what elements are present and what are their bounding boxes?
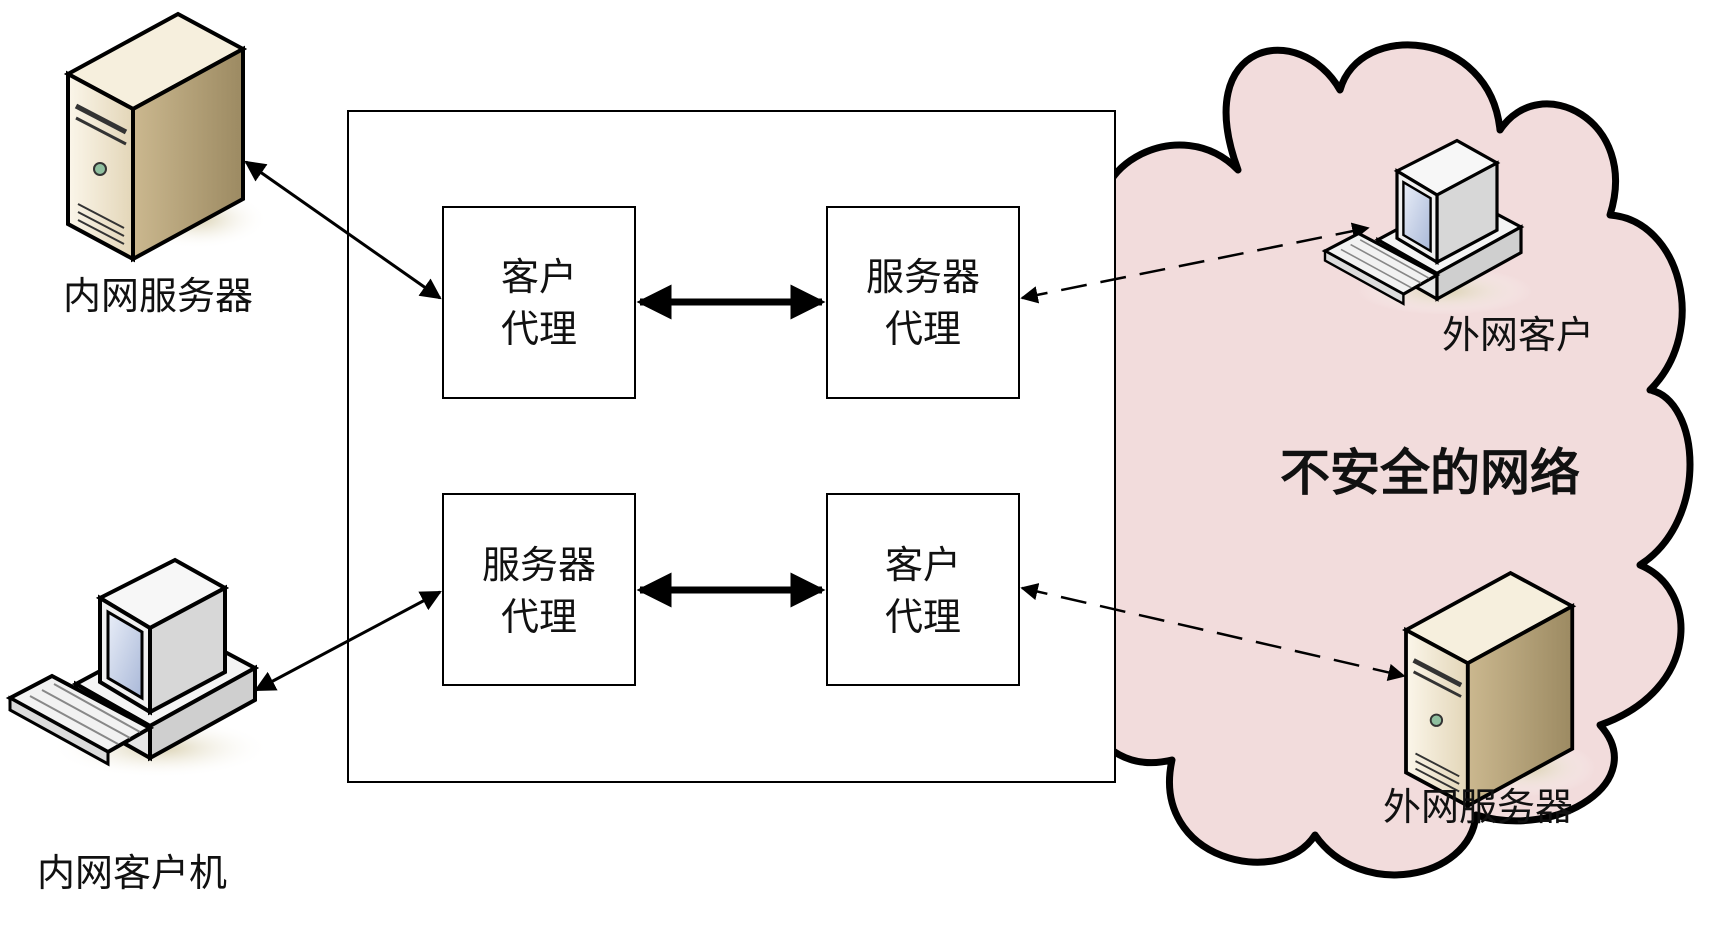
proxy-label-line1: 客户 [501,255,577,299]
external-server-label: 外网服务器 [1383,785,1573,829]
arrow-internal-client [254,590,442,692]
internal-server-label: 内网服务器 [63,274,253,318]
cloud-title: 不安全的网络 [1280,444,1580,502]
proxy-label-line2: 代理 [501,307,577,351]
proxy-label-line2: 代理 [885,595,961,639]
proxy-label-line2: 代理 [501,595,577,639]
arrow-external-client [1020,222,1370,304]
server-icon [63,11,268,263]
internal-client-label: 内网客户机 [37,851,227,895]
proxy-label-line1: 服务器 [866,255,980,299]
proxy-top-left: 客户 代理 [442,206,636,399]
server-icon [1402,570,1596,809]
proxy-label-line1: 客户 [885,543,961,587]
unsafe-network-cloud: 不安全的网络 [1042,41,1694,879]
arrow-internal-server [244,160,442,300]
proxy-label-line2: 代理 [885,307,961,351]
proxy-top-right: 服务器 代理 [826,206,1020,399]
computer-icon [1321,138,1533,315]
arrow-external-server [1020,583,1406,681]
external-client-label: 外网客户 [1442,313,1594,357]
proxy-bottom-right: 客户 代理 [826,493,1020,686]
proxy-bottom-left: 服务器 代理 [442,493,636,686]
computer-icon [5,557,270,778]
proxy-label-line1: 服务器 [482,543,596,587]
